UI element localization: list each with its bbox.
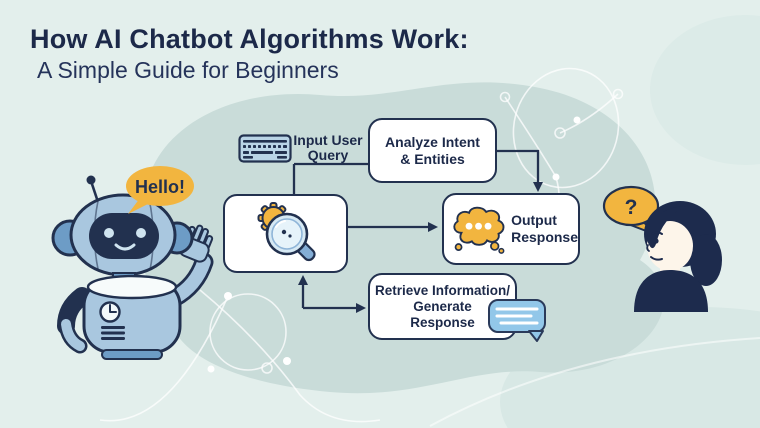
robot-face xyxy=(89,213,159,259)
arrowheads xyxy=(298,182,543,313)
robot-smile xyxy=(114,243,136,251)
retrieve-line3: Response xyxy=(410,314,475,330)
thought-cloud-icon xyxy=(453,206,505,254)
person-question-text: ? xyxy=(625,196,638,219)
node-search-process xyxy=(223,194,348,273)
bg-sweep-curve xyxy=(429,337,760,427)
person-body xyxy=(634,270,708,312)
search-gear-icon xyxy=(257,201,316,261)
robot-panel-lines xyxy=(101,326,125,340)
chat-bubble-icon xyxy=(488,299,546,342)
person-question-bubble: ? xyxy=(602,185,660,235)
node-output-response: Output Response xyxy=(442,193,580,265)
person-smile xyxy=(650,256,663,261)
person-nose xyxy=(646,244,650,252)
retrieve-line1: Retrieve Information/ xyxy=(374,282,511,298)
analyze-line2: & Entities xyxy=(400,150,465,167)
node-analyze-intent: Analyze Intent & Entities xyxy=(368,118,497,183)
connector-analyze-to-output xyxy=(497,149,540,183)
person-eye xyxy=(653,238,659,244)
person-eyebrow xyxy=(651,231,663,235)
constellation-doodle-bottom xyxy=(99,289,381,423)
page-title: How AI Chatbot Algorithms Work: xyxy=(30,24,469,54)
input-label-line2: Query xyxy=(307,147,349,163)
output-line2: Response xyxy=(511,229,578,245)
page-subtitle: A Simple Guide for Beginners xyxy=(37,57,339,83)
robot-mascot: Hello! xyxy=(51,166,214,360)
output-line1: Output xyxy=(511,212,557,228)
input-user-query-label: Input User Query xyxy=(288,133,368,163)
retrieve-line2: Generate xyxy=(413,298,472,314)
bg-blob-top-right xyxy=(650,15,760,165)
constellation-doodle-top xyxy=(499,67,624,233)
magnifier-icon xyxy=(265,212,316,261)
robot-eye-right xyxy=(136,228,146,238)
robot-eye-left xyxy=(104,228,114,238)
input-label-line1: Input User xyxy=(293,132,363,148)
robot-speech-bubble: Hello! xyxy=(126,166,194,214)
keyboard-icon xyxy=(238,134,292,163)
connector-search-retrieve-loop xyxy=(301,284,356,310)
analyze-line1: Analyze Intent xyxy=(385,133,480,150)
robot-speech-text: Hello! xyxy=(135,177,185,197)
person-user: ? xyxy=(602,185,722,312)
